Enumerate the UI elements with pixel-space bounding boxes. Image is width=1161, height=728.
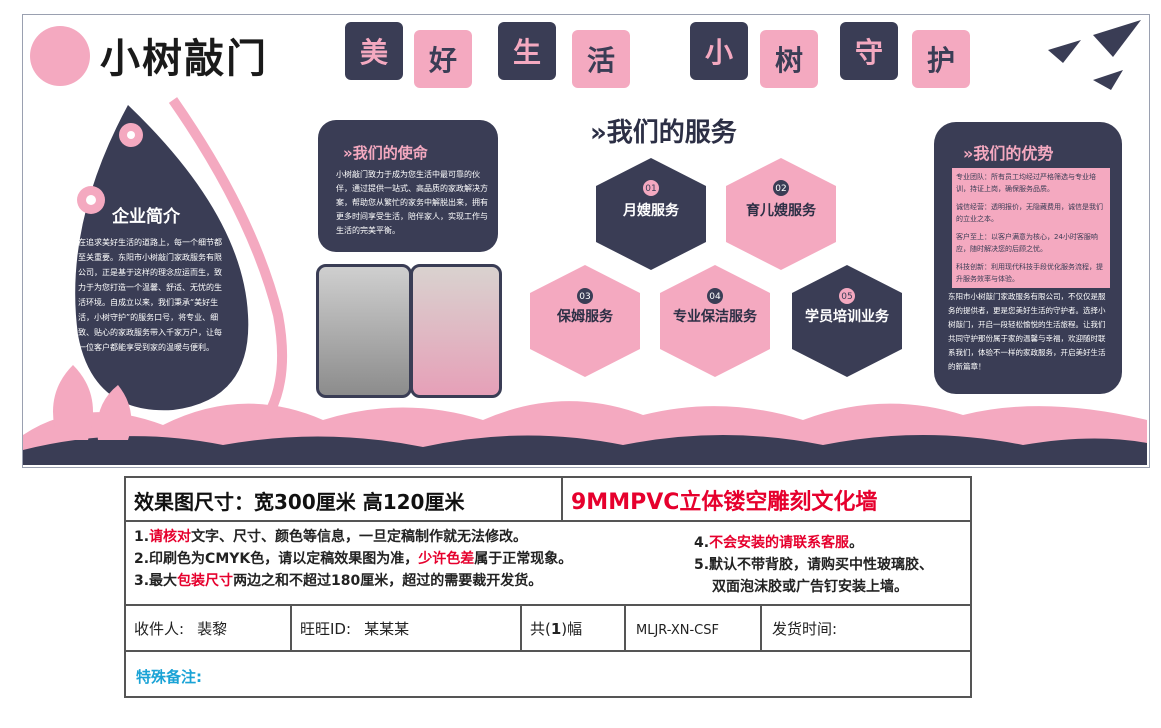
slogan-tile: 美 — [345, 22, 403, 80]
note-line: 2.印刷色为CMYK色，请以定稿效果图为准，少许色差属于正常现象。 — [134, 551, 573, 567]
service-label: 学员培训业务 — [805, 308, 890, 325]
advantage-item: 诚信经营：透明报价，无隐藏费用，诚信是我们的立业之本。 — [952, 198, 1110, 228]
service-num: 04 — [709, 292, 721, 302]
service-hexagon-5: 05 学员培训业务 — [792, 265, 902, 377]
notes-left: 1.请核对文字、尺寸、颜色等信息，一旦定稿制作就无法修改。 2.印刷色为CMYK… — [134, 526, 694, 592]
special-remark-label: 特殊备注: — [136, 668, 202, 686]
sheet-count: 1 — [550, 620, 562, 638]
intro-body: 在追求美好生活的道路上，每一个细节都至关重要。东阳市小树敲门家政服务有限公司，正… — [78, 238, 222, 352]
paper-plane-icon — [1093, 70, 1123, 90]
wangwang-label: 旺旺ID: — [300, 620, 352, 638]
slogan-tile: 小 — [690, 22, 748, 80]
service-label: 专业保洁服务 — [673, 308, 758, 325]
note-line: 3.最大包装尺寸两边之和不超过180厘米，超过的需要裁开发货。 — [134, 573, 543, 589]
service-num: 05 — [841, 292, 852, 302]
order-code: MLJR-XN-CSF — [636, 623, 719, 638]
logo-text: 小树敲门 — [100, 36, 268, 82]
mission-title: »我们的使命 — [343, 144, 428, 162]
mission-panel — [318, 120, 498, 252]
note-line: 4.不会安装的请联系客服。 — [694, 535, 864, 551]
recipient-label: 收件人: — [134, 620, 185, 638]
paper-plane-icon — [1048, 40, 1081, 63]
slogan-tile: 生 — [498, 22, 556, 80]
wangwang-value: 某某某 — [364, 620, 410, 638]
slogan-tile: 活 — [572, 30, 630, 88]
advantages-title: »我们的优势 — [963, 144, 1054, 163]
services-title: »我们的服务 — [590, 118, 737, 148]
service-num: 02 — [775, 184, 786, 194]
product-name: 9MMPVC立体镂空雕刻文化墙 — [571, 490, 878, 515]
notes-right: 4.不会安装的请联系客服。 5.默认不带背胶，请购买中性玻璃胶、 双面泡沫胶或广… — [694, 532, 964, 598]
order-info-table: 效果图尺寸：宽300厘米 高120厘米 9MMPVC立体镂空雕刻文化墙 1.请核… — [124, 476, 972, 698]
service-hexagon-3: 03 保姆服务 — [530, 265, 640, 377]
service-hexagon-2: 02 育儿嫂服务 — [726, 158, 836, 270]
ship-time-label: 发货时间: — [772, 620, 838, 638]
recipient-value: 裴黎 — [197, 620, 228, 638]
advantage-item: 客户至上：以客户满意为核心，24小时客服响应，随时解决您的后顾之忧。 — [952, 228, 1110, 258]
service-label: 保姆服务 — [556, 308, 614, 325]
advantage-item: 专业团队：所有员工均经过严格筛选与专业培训，持证上岗，确保服务品质。 — [952, 168, 1110, 198]
paper-plane-icon — [1093, 20, 1141, 57]
team-photo — [316, 264, 412, 398]
slogan-tile: 护 — [912, 30, 970, 88]
note-line: 双面泡沫胶或广告钉安装上墙。 — [712, 579, 908, 595]
pink-leaf-outline — [168, 97, 288, 439]
size-spec: 效果图尺寸：宽300厘米 高120厘米 — [134, 490, 465, 514]
mission-body: 小树敲门致力于成为您生活中最可靠的伙伴，通过提供一站式、高品质的家政解决方案，帮… — [336, 170, 488, 235]
advantage-item: 科技创新：利用现代科技手段优化服务流程，提升服务效率与体验。 — [952, 258, 1110, 288]
service-hexagon-1: 01 月嫂服务 — [596, 158, 706, 270]
advantages-body: 东阳市小树敲门家政服务有限公司，不仅仅是服务的提供者，更是您美好生活的守护者。选… — [948, 292, 1106, 371]
slogan-tile: 守 — [840, 22, 898, 80]
intro-leaf-shape — [75, 105, 249, 411]
navy-wave — [23, 435, 1147, 465]
slogan-tile: 树 — [760, 30, 818, 88]
logo-mascot-icon — [30, 26, 90, 86]
slogan-tile: 好 — [414, 30, 472, 88]
nanny-photo — [410, 264, 502, 398]
service-num: 03 — [579, 292, 590, 302]
small-leaf — [97, 385, 132, 440]
service-num: 01 — [645, 184, 656, 194]
wall-graphics: 01 月嫂服务 02 育儿嫂服务 03 保姆服务 04 专业保洁服务 05 学员… — [23, 20, 1147, 465]
intro-title: 企业简介 — [112, 207, 180, 227]
note-line: 5.默认不带背胶，请购买中性玻璃胶、 — [694, 557, 934, 573]
service-label: 育儿嫂服务 — [746, 202, 817, 219]
service-label: 月嫂服务 — [622, 202, 680, 219]
small-leaf — [53, 365, 93, 440]
service-hexagon-4: 04 专业保洁服务 — [660, 265, 770, 377]
note-line: 1.请核对文字、尺寸、颜色等信息，一旦定稿制作就无法修改。 — [134, 529, 528, 545]
